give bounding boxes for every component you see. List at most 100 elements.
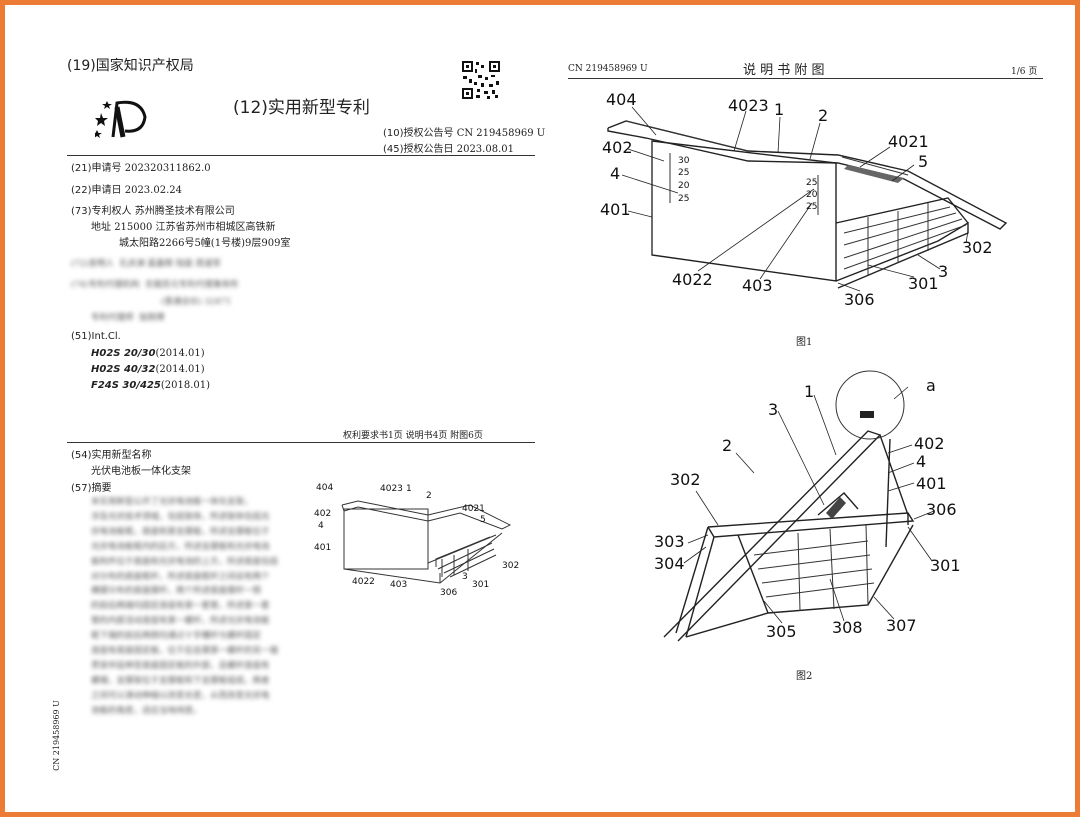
app-date-label: (22)申请日 <box>71 185 122 196</box>
owner: 苏州腾圣技术有限公司 <box>134 206 235 217</box>
agent-label: 专利代理师 <box>91 313 134 323</box>
name-label: (54)实用新型名称 <box>71 450 152 461</box>
fig-label: 4 <box>916 452 926 471</box>
fig-label: 304 <box>654 554 685 573</box>
fig-label: 402 <box>602 138 633 157</box>
fig-label: 301 <box>908 274 939 293</box>
address-line-1: 215000 江苏省苏州市相城区高铁新 <box>114 222 276 233</box>
fig-label: 302 <box>670 470 701 489</box>
agent: 张刚博 <box>138 313 165 323</box>
intcl-code: H02S 40/32 <box>91 364 156 375</box>
header-rule <box>67 155 535 156</box>
app-no: 202320311862.0 <box>124 163 211 174</box>
svg-text:25: 25 <box>806 178 817 188</box>
header-title: 说 明 书 附 图 <box>743 63 825 78</box>
intcl-year: (2018.01) <box>160 380 211 391</box>
fig-label: 3 <box>938 262 948 281</box>
fig-label: 1 <box>406 484 412 494</box>
intcl-code: F24S 30/425 <box>91 380 161 391</box>
fig-label: 2 <box>818 106 828 125</box>
agency-label: (74)专利代理机构 <box>71 280 140 290</box>
office-name: (19)国家知识产权局 <box>67 58 194 74</box>
svg-text:20: 20 <box>806 190 818 200</box>
fig-label: 306 <box>926 500 957 519</box>
fig-label: 401 <box>916 474 947 493</box>
svg-text:20: 20 <box>678 181 690 191</box>
figure-1-labels: 404 4023 1 2 402 4021 4 5 401 302 4022 4… <box>600 90 993 309</box>
qr-code-icon <box>461 60 501 100</box>
address-line-2: 城太阳路2266号5幢(1号楼)9层909室 <box>119 238 291 249</box>
address-label: 地址 <box>91 222 111 233</box>
grant-no-label: (10)授权公告号 <box>383 128 454 139</box>
svg-text:25: 25 <box>678 168 689 178</box>
fig-label: 2 <box>722 436 732 455</box>
intcl-label: (51)Int.Cl. <box>71 331 121 342</box>
patent-type: (12)实用新型专利 <box>233 98 370 118</box>
abstract-figure-labels: 404 4023 1 2 402 4021 4 5 401 302 4022 4… <box>314 483 519 598</box>
intcl-year: (2014.01) <box>155 364 205 375</box>
figure-2: 1 a 3 402 2 4 401 302 306 303 304 301 30… <box>654 370 961 642</box>
fig-label: 305 <box>766 622 797 641</box>
fig-label: 5 <box>918 152 928 171</box>
fig-label: 5 <box>480 515 486 525</box>
figure-2-labels: 1 a 3 402 2 4 401 302 306 303 304 301 30… <box>654 376 961 641</box>
fig-label: 402 <box>914 434 945 453</box>
pages-summary: 权利要求书1页 说明书4页 附图6页 <box>343 431 483 441</box>
side-code: CN 219458969 U <box>51 700 61 771</box>
header-code: CN 219458969 U <box>568 64 648 74</box>
inventors: 孔庆渊 葛嘉辉 陆骏 周道军 <box>119 259 221 269</box>
fig-label: 2 <box>426 491 432 501</box>
side-code-wrap: CN 219458969 U <box>51 697 69 777</box>
fig-label: 302 <box>502 561 519 571</box>
inventors-label: (72)发明人 <box>71 259 114 269</box>
fig-label: 3 <box>462 572 468 582</box>
svg-text:25: 25 <box>806 202 817 212</box>
fig-label: 303 <box>654 532 685 551</box>
fig-label: 1 <box>774 100 784 119</box>
fig-label: 4021 <box>462 504 485 514</box>
fig-label: 4 <box>318 521 324 531</box>
fig-label: 302 <box>962 238 993 257</box>
grant-date-label: (45)授权公告日 <box>383 144 454 155</box>
fig-label: a <box>926 376 936 395</box>
app-date: 2023.02.24 <box>124 185 182 196</box>
fig-label: 403 <box>390 580 407 590</box>
fig-label: 4023 <box>728 96 769 115</box>
fig-label: 4023 <box>380 484 403 494</box>
intcl-year: (2014.01) <box>155 348 205 359</box>
fig-label: 301 <box>930 556 961 575</box>
abstract-label: (57)摘要 <box>71 483 112 494</box>
svg-text:25: 25 <box>678 194 689 204</box>
cnipa-logo-icon <box>95 100 147 138</box>
agency-sub: (普通合伙) 32471 <box>161 297 232 307</box>
fig-label: 3 <box>768 400 778 419</box>
fig-label: 4021 <box>888 132 929 151</box>
fig-label: 1 <box>804 382 814 401</box>
fig-label: 4 <box>610 164 620 183</box>
utility-name: 光伏电池板一体化支架 <box>91 466 191 477</box>
fig-label: 401 <box>314 543 331 553</box>
abstract-figure: 404 4023 1 2 402 4021 4 5 401 302 4022 4… <box>314 483 519 598</box>
abstract-text: 本实用新型公开了光伏电池板一体化支架，涉及光伏技术领域，包括架体，所述架体包括光… <box>91 497 279 716</box>
fig-label: 404 <box>316 483 333 493</box>
fig-label: 301 <box>472 580 489 590</box>
fig-label: 403 <box>742 276 773 295</box>
fig-label: 402 <box>314 509 331 519</box>
fig-label: 307 <box>886 616 917 635</box>
fig-label: 4022 <box>672 270 713 289</box>
fig-label: 306 <box>440 588 457 598</box>
svg-text:30: 30 <box>678 156 690 166</box>
header-page: 1/6 页 <box>1011 67 1038 77</box>
summary-rule <box>67 442 535 443</box>
intcl-code: H02S 20/30 <box>91 348 156 359</box>
fig-label: 306 <box>844 290 875 309</box>
grant-no: CN 219458969 U <box>456 128 546 139</box>
fig-label: 4022 <box>352 577 375 587</box>
fig1-caption: 图1 <box>796 337 813 348</box>
right-header-rule <box>568 78 1043 79</box>
fig2-caption: 图2 <box>796 671 813 682</box>
agency: 无锡苏元专利代理事务所 <box>144 280 239 290</box>
grant-date: 2023.08.01 <box>456 144 514 155</box>
